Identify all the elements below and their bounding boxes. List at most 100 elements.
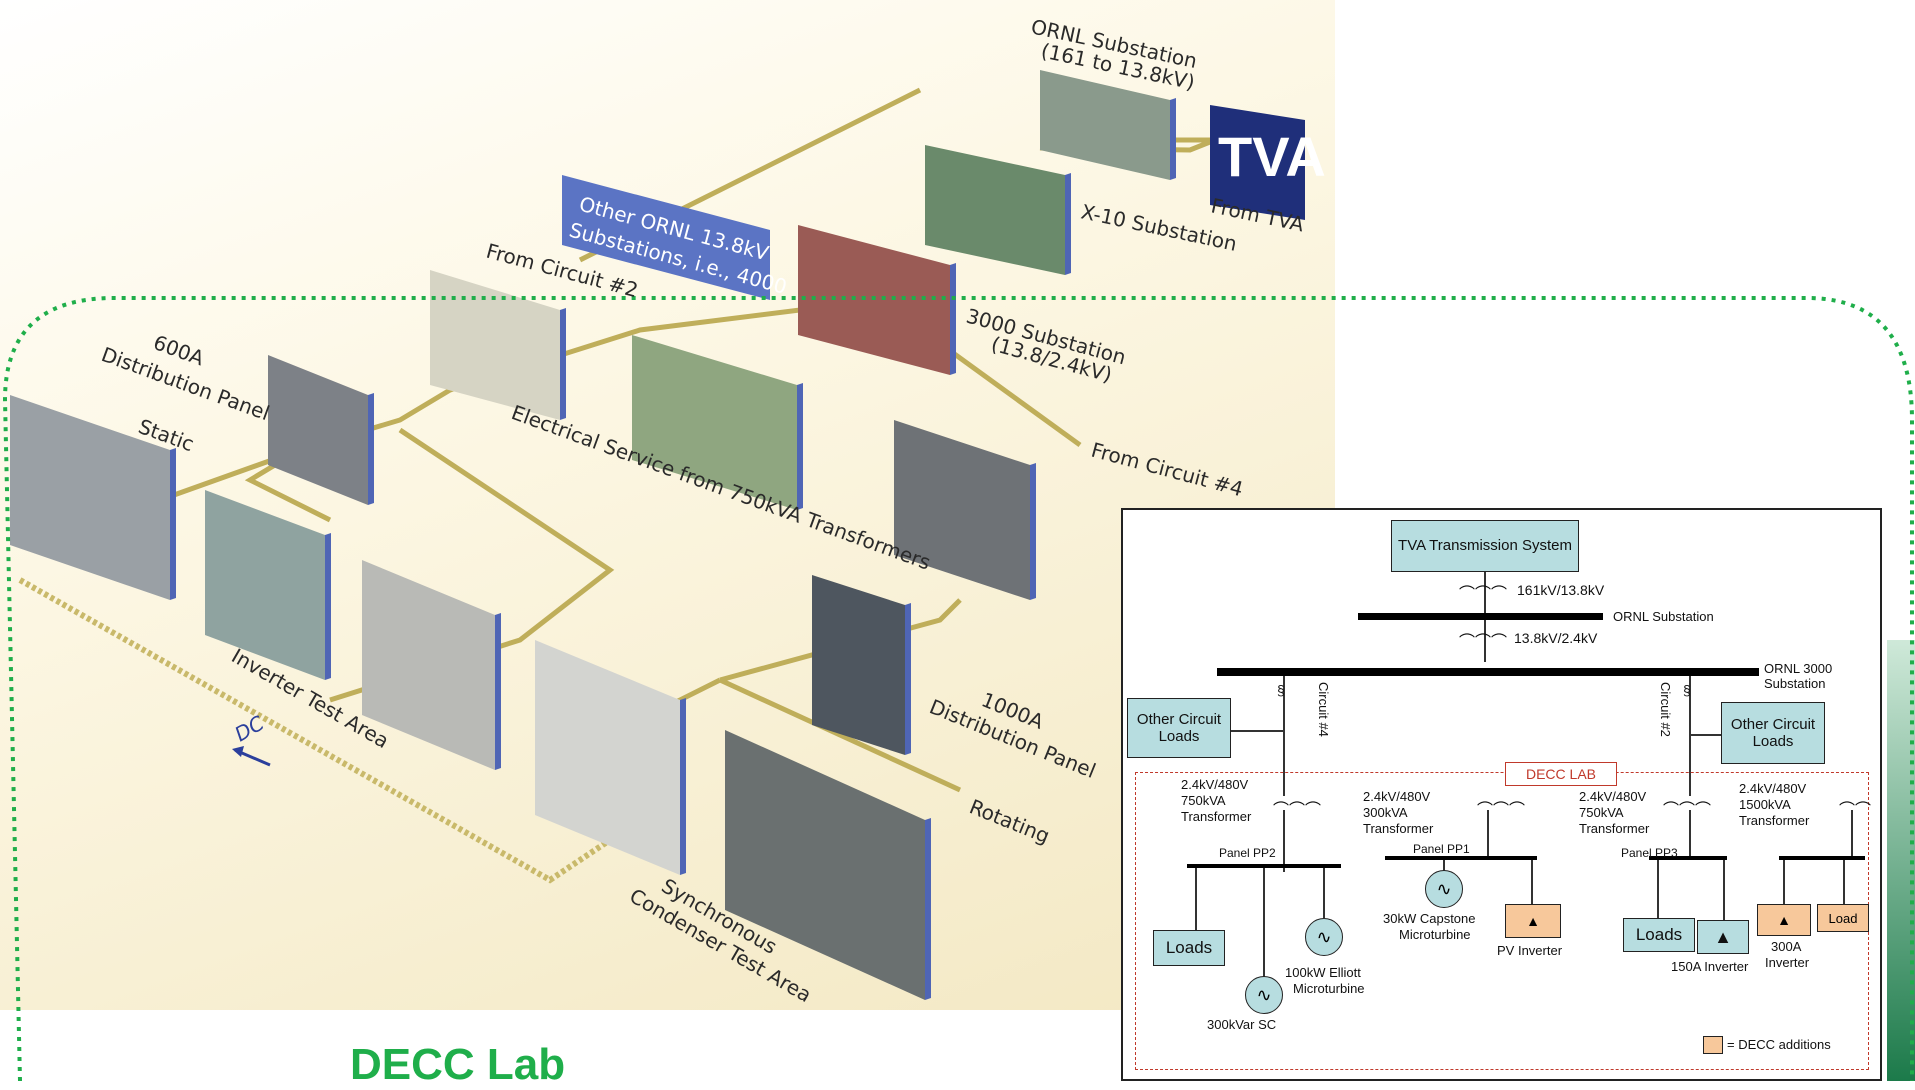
- loads1-box: Loads: [1153, 930, 1225, 966]
- circuit4-fuse-icon: §: [1277, 682, 1285, 698]
- t1-drop: [1283, 810, 1285, 872]
- elliott-label-1: 100kW Elliott: [1285, 965, 1361, 980]
- other-loads-left-box: Other Circuit Loads: [1127, 698, 1231, 758]
- t3-label-2: 750kVA: [1579, 805, 1624, 820]
- t2-label-1: 2.4kV/480V: [1363, 789, 1431, 804]
- t4-coil-icon: ⌒⌒: [1839, 802, 1872, 819]
- sc300-label: 300kVar SC: [1207, 1017, 1277, 1032]
- t2-drop: [1487, 810, 1489, 856]
- label-dc: DC: [231, 711, 268, 746]
- t4-label-3: Transformer: [1739, 813, 1810, 828]
- panel-pp2-bus: [1187, 864, 1341, 868]
- panel-pp1-label: Panel PP1: [1413, 842, 1470, 856]
- pv-drop: [1531, 860, 1533, 906]
- load-drop: [1843, 860, 1845, 906]
- inv300-box: ▲: [1757, 904, 1811, 936]
- one-line-schematic: TVA Transmission System 161kV/13.8kV ⌒⌒⌒…: [1121, 508, 1882, 1081]
- ornl-substation-label: ORNL Substation: [1613, 609, 1714, 624]
- t3-coil-icon: ⌒⌒⌒: [1663, 802, 1712, 819]
- capstone-label-2: Microturbine: [1399, 927, 1471, 942]
- t3-drop: [1689, 810, 1691, 856]
- inv150-drop: [1723, 860, 1725, 922]
- inv300-drop: [1783, 860, 1785, 906]
- panel-pp3-label: Panel PP3: [1621, 846, 1678, 860]
- label-rotating: Rotating: [966, 794, 1053, 848]
- circuit4-label: Circuit #4: [1315, 682, 1331, 737]
- circuit4-line: [1283, 676, 1285, 796]
- photo-circuit2-cabinet: [430, 270, 560, 420]
- elliott-label-2: Microturbine: [1293, 981, 1365, 996]
- photo-edges: [170, 98, 1176, 1000]
- circuit2-label: Circuit #2: [1657, 682, 1673, 737]
- inv150-label: 150A Inverter: [1671, 959, 1749, 974]
- photo-rotating-machine: [362, 560, 495, 770]
- ornl-3000-bus: [1217, 668, 1759, 676]
- other-loads-left-tap: [1231, 730, 1284, 732]
- capstone-generator-icon: ∿: [1425, 870, 1463, 908]
- t1-label-2: 750kVA: [1181, 793, 1226, 808]
- t2-coil-icon: ⌒⌒⌒: [1477, 802, 1526, 819]
- panel-pp2-label: Panel PP2: [1219, 846, 1276, 860]
- photo-tva-logo: [1210, 105, 1305, 220]
- capstone-label-1: 30kW Capstone: [1383, 911, 1476, 926]
- inv300-label-2: Inverter: [1765, 955, 1810, 970]
- circuit2-line: [1689, 676, 1691, 796]
- t1-coil-icon: ⌒⌒⌒: [1273, 802, 1322, 819]
- dc-bus-line: [18, 577, 612, 884]
- t3-label-3: Transformer: [1579, 821, 1650, 836]
- other-loads-right-box: Other Circuit Loads: [1721, 702, 1825, 764]
- xf2-coil-icon: ⌒⌒⌒: [1459, 634, 1508, 651]
- elliott-drop: [1323, 868, 1325, 918]
- legend-label: = DECC additions: [1727, 1037, 1831, 1052]
- panel-pp3-bus: [1649, 856, 1727, 860]
- dc-bus: [18, 577, 612, 884]
- load-box: Load: [1817, 904, 1869, 932]
- t4-drop: [1851, 810, 1853, 856]
- photo-ornl-substation: [1040, 70, 1170, 180]
- t2-label-3: Transformer: [1363, 821, 1434, 836]
- photo-static: [10, 395, 170, 600]
- legend-swatch: [1703, 1036, 1723, 1054]
- decc-lab-title: DECC Lab: [350, 1040, 566, 1089]
- elliott-generator-icon: ∿: [1305, 918, 1343, 956]
- t1-label-3: Transformer: [1181, 809, 1252, 824]
- ornl-3000-label: ORNL 3000 Substation: [1764, 661, 1833, 691]
- sc300-generator-icon: ∿: [1245, 976, 1283, 1014]
- t2-label-2: 300kVA: [1363, 805, 1408, 820]
- t4-bus: [1779, 856, 1865, 860]
- photo-inverter-test: [205, 490, 325, 680]
- pv-inverter-box: ▲: [1505, 904, 1561, 938]
- sc300-drop: [1263, 868, 1265, 978]
- wire-rotating: [718, 677, 962, 793]
- inv150-box: ▲: [1697, 920, 1749, 954]
- decc-boundary: [2, 296, 1914, 1081]
- ornl-substation-bus: [1358, 613, 1603, 620]
- decc-lab-tag: DECC LAB: [1505, 762, 1617, 786]
- other-loads-right-tap: [1691, 734, 1721, 736]
- pv-inverter-label: PV Inverter: [1497, 943, 1563, 958]
- panel-pp1-bus: [1385, 856, 1537, 860]
- photo-600a-panel: [268, 355, 368, 505]
- tva-transmission-box: TVA Transmission System: [1391, 520, 1579, 572]
- photo-1000a-panel: [812, 575, 905, 755]
- photo-circuit4-equipment: [894, 420, 1030, 600]
- other-ornl-box: [562, 175, 770, 300]
- t4-label-1: 2.4kV/480V: [1739, 781, 1807, 796]
- loads1-drop: [1195, 868, 1197, 938]
- loads2-box: Loads: [1623, 918, 1695, 952]
- xf1-label: 161kV/13.8kV: [1517, 582, 1605, 598]
- circuit2-fuse-icon: §: [1683, 682, 1691, 698]
- label-from-circuit4: From Circuit #4: [1089, 438, 1246, 502]
- capstone-drop: [1443, 860, 1445, 872]
- wire-panel1000: [719, 598, 962, 683]
- photo-control-room: [725, 730, 925, 1000]
- inv300-label-1: 300A: [1771, 939, 1802, 954]
- loads2-drop: [1657, 860, 1659, 922]
- photo-750kva-transformers: [632, 335, 797, 510]
- t1-label-1: 2.4kV/480V: [1181, 777, 1249, 792]
- t4-label-2: 1500kVA: [1739, 797, 1791, 812]
- photo-sync-condenser: [535, 640, 680, 875]
- xf1-coil-icon: ⌒⌒⌒: [1459, 586, 1508, 603]
- photo-x10-substation: [925, 145, 1065, 275]
